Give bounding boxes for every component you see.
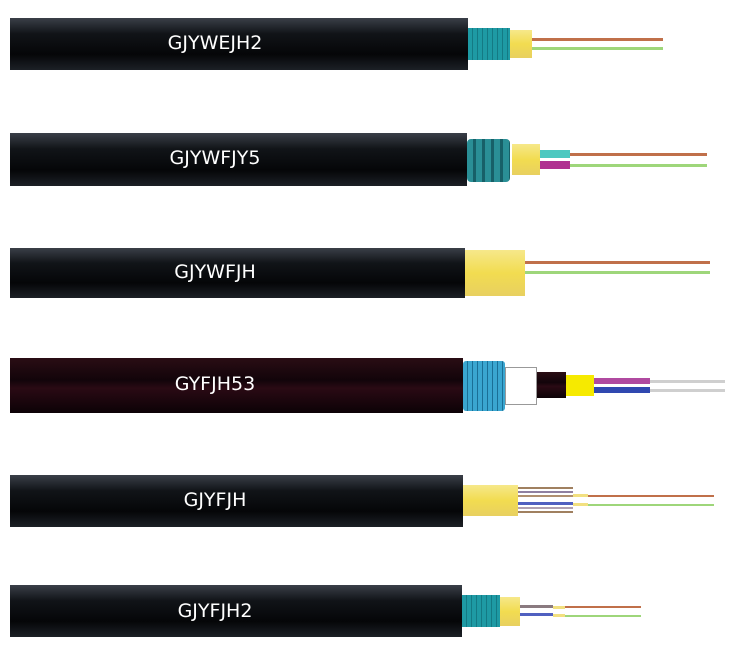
fiber xyxy=(525,271,710,274)
aramid-layer xyxy=(566,375,594,396)
cable-jacket xyxy=(10,358,463,413)
fiber xyxy=(650,389,725,392)
aramid-layer xyxy=(512,144,540,175)
fiber xyxy=(565,606,641,608)
corrugated-armor xyxy=(467,139,510,182)
strand xyxy=(518,507,573,509)
tight-buffer xyxy=(594,378,650,384)
aramid-layer xyxy=(463,485,518,516)
aramid-layer xyxy=(510,30,532,58)
armor-layer xyxy=(468,28,510,60)
cable-label: GJYWEJH2 xyxy=(167,32,263,54)
strand xyxy=(518,502,573,505)
fiber xyxy=(650,380,725,383)
aramid-layer xyxy=(465,250,525,296)
fiber xyxy=(565,615,641,617)
inner-sheath xyxy=(505,367,537,405)
buffer xyxy=(553,606,565,609)
strand xyxy=(520,613,553,616)
armor-layer xyxy=(462,595,500,627)
cable-label: GJYFJH2 xyxy=(177,600,253,622)
inner-jacket xyxy=(537,372,566,398)
fiber xyxy=(532,38,663,41)
cable-jacket xyxy=(10,475,463,527)
cable-label: GYFJH53 xyxy=(174,373,256,395)
tight-buffer xyxy=(540,161,570,169)
tight-buffer xyxy=(540,150,570,158)
cable-jacket xyxy=(10,18,468,70)
cable-jacket xyxy=(10,133,467,186)
buffer xyxy=(573,494,588,497)
strand xyxy=(520,605,553,608)
strand xyxy=(518,487,573,489)
cable-jacket xyxy=(10,585,462,637)
armor-layer xyxy=(463,361,505,411)
fiber xyxy=(532,47,663,50)
aramid-layer xyxy=(500,597,520,626)
cable-label: GJYWFJY5 xyxy=(169,147,261,169)
cable-jacket xyxy=(10,248,465,298)
fiber xyxy=(525,261,710,264)
buffer xyxy=(573,503,588,506)
strand xyxy=(518,511,573,513)
strand xyxy=(518,495,573,497)
cable-label: GJYFJH xyxy=(183,489,247,511)
fiber xyxy=(570,153,707,156)
buffer xyxy=(553,614,565,617)
fiber xyxy=(570,164,707,167)
tight-buffer xyxy=(594,387,650,393)
fiber xyxy=(588,504,714,506)
strand xyxy=(518,491,573,493)
fiber xyxy=(588,495,714,497)
cable-label: GJYWFJH xyxy=(174,261,256,283)
